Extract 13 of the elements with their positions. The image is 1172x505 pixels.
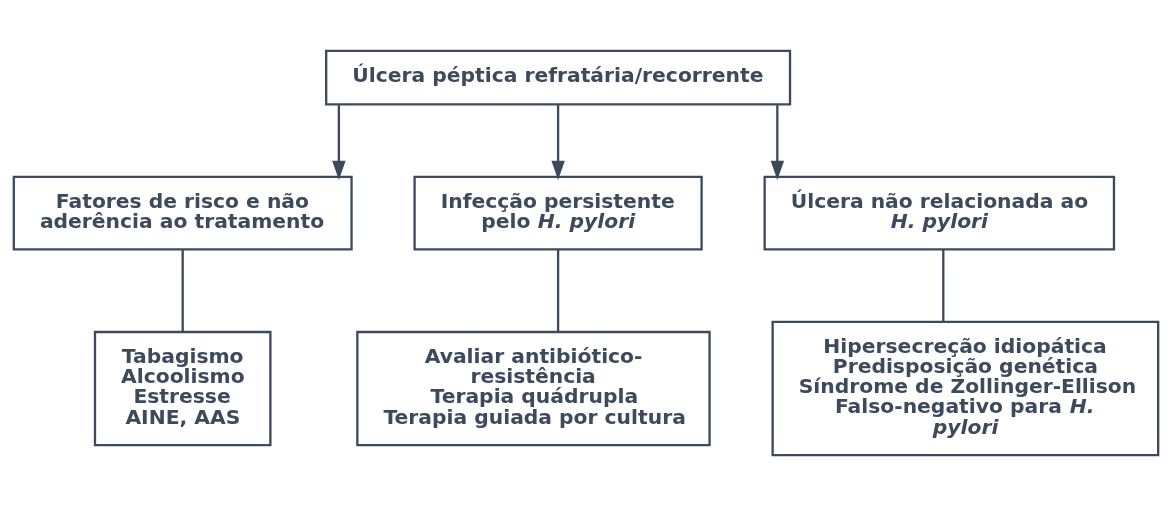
node-box: Avaliar antibiótico-resistência Terapia quádrupla Terapia guiada por cultura	[356, 330, 711, 446]
node-box: Úlcera péptica refratária/recorrente	[325, 49, 792, 106]
arrow	[551, 104, 565, 180]
node-box: Úlcera não relacionada ao H. pylori	[763, 175, 1116, 251]
node-box: Tabagismo Alcoolismo Estresse AINE, AAS	[93, 330, 272, 446]
arrow	[770, 104, 785, 180]
node-box: Infecção persistente pelo H. pylori	[413, 175, 703, 251]
node-box: Hipersecreção idiopática Predisposição genética Síndrome de Zollinger-Ellison Falso-negativo para H. pylori	[771, 320, 1160, 456]
arrow	[332, 104, 346, 180]
connector	[556, 249, 560, 331]
node-box: Fatores de risco e não aderência ao tratamento	[12, 175, 353, 251]
connector	[942, 249, 945, 322]
connector	[181, 249, 184, 331]
